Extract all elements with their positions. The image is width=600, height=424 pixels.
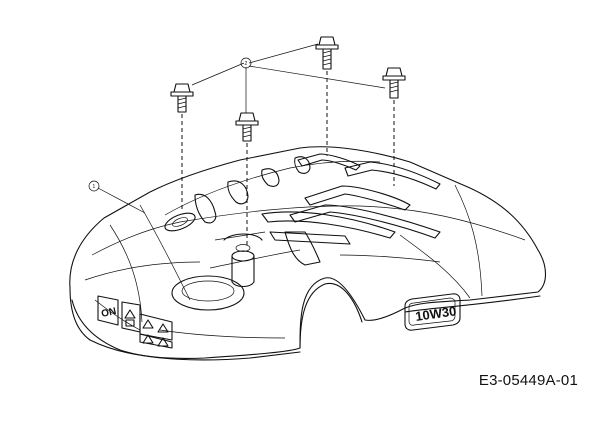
oil-grade-badge: 10W30 xyxy=(404,293,461,331)
oil-grade-text: 10W30 xyxy=(414,303,457,324)
assembly-lines xyxy=(181,71,395,246)
callout-1: 1 xyxy=(88,180,146,214)
bolt-center-left xyxy=(235,112,259,142)
callout-2-leaders xyxy=(191,43,386,113)
figure-part-number: E3-05449A-01 xyxy=(478,372,578,389)
bolt-center-right xyxy=(315,36,339,70)
safety-label: ON xyxy=(97,295,173,349)
svg-text:ON: ON xyxy=(100,306,117,320)
engine-cover: ON 10W30 xyxy=(69,146,547,361)
callout-1-label: 1 xyxy=(93,184,96,190)
callout-2: 2 xyxy=(240,57,252,69)
bolt-right xyxy=(382,67,406,99)
callout-2-label: 2 xyxy=(245,61,248,67)
bolt-left xyxy=(170,83,194,113)
